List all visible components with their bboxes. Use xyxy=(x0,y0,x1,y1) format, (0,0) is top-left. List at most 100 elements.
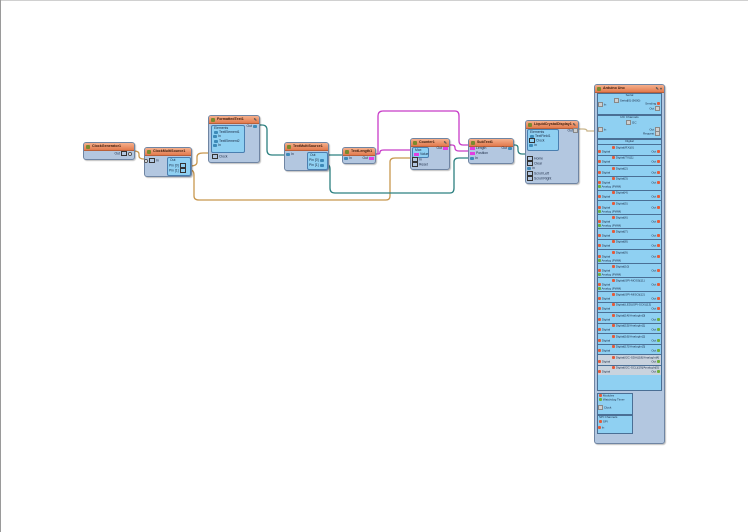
digital-pin-input[interactable]: Digital xyxy=(598,349,610,353)
formatted-text-header[interactable]: FormattedText1✎ xyxy=(209,116,259,124)
digital-pin-out[interactable]: Out xyxy=(651,160,660,164)
edit-icon[interactable]: ✎ xyxy=(572,122,576,127)
text-element2[interactable]: TextElement2 xyxy=(213,139,240,143)
text-element1-in-pin[interactable]: In xyxy=(212,134,221,138)
digital-pin-input[interactable]: Digital xyxy=(598,219,610,224)
clock-multi-source-pin0[interactable]: Pin [0] xyxy=(169,163,187,168)
digital-pin-input[interactable]: Digital xyxy=(598,254,610,259)
digital-pin-input[interactable]: Digital xyxy=(598,338,610,343)
counter-out-pin[interactable]: Out xyxy=(437,146,449,150)
analog-pwm-input[interactable]: Analog (PWM) xyxy=(598,223,621,228)
digital-pin-row[interactable]: Digital(I2C-SCL)[19]/AnalogIn[5] Digital… xyxy=(598,364,661,375)
digital-pin-input[interactable]: Digital xyxy=(598,359,610,364)
lcd-clock-pin[interactable]: Clock xyxy=(528,138,544,143)
digital-pin-input[interactable]: Digital xyxy=(598,296,610,301)
sub-text-position-pin[interactable]: Position xyxy=(469,151,488,155)
digital-pin-row[interactable]: Digital(I2C-SDA)[18]/AnalogIn[4] Digital… xyxy=(598,354,661,365)
formatted-text-out-pin[interactable]: Out xyxy=(247,124,258,128)
sub-text-header[interactable]: SubText1 xyxy=(469,139,513,147)
text-multi-source-pin1[interactable]: Pin [1] xyxy=(309,163,325,167)
counter-in-pin[interactable]: In xyxy=(411,157,422,162)
arduino-uno-component[interactable]: Arduino Uno✎ ▾ Serial Serial[0] (9600) I… xyxy=(594,84,665,444)
analog-pwm-input[interactable]: Analog (PWM) xyxy=(598,272,621,277)
digital-pin-out[interactable]: Out xyxy=(651,282,660,287)
digital-pin-out[interactable]: Out xyxy=(651,359,660,364)
lcd-in-pin[interactable]: In xyxy=(528,143,537,147)
digital-pin-input[interactable]: Digital xyxy=(598,328,610,332)
digital-pin-input[interactable]: Digital xyxy=(598,160,610,164)
counter-reset-pin[interactable]: Reset xyxy=(411,162,428,167)
digital-pin-input[interactable]: Digital xyxy=(598,370,610,374)
arduino-header[interactable]: Arduino Uno✎ ▾ xyxy=(595,85,664,93)
clock-multi-source-pin1[interactable]: Pin [1] xyxy=(169,168,187,173)
digital-pin-out[interactable]: Out xyxy=(651,181,660,185)
digital-pin-input[interactable]: Digital xyxy=(598,181,610,185)
text-element2-in-pin[interactable]: In xyxy=(212,143,221,147)
digital-pin-out[interactable]: Out xyxy=(651,296,660,301)
analog-pwm-input[interactable]: Analog (PWM) xyxy=(598,185,621,189)
sub-text-length-pin[interactable]: Length xyxy=(469,146,486,150)
clock-multi-source-header[interactable]: ClockMultiSource1 xyxy=(145,148,191,156)
lcd-home-pin[interactable]: Home xyxy=(526,156,543,161)
digital-pin-input[interactable]: Digital xyxy=(598,195,610,199)
text-length-component[interactable]: TextLength1 In Out xyxy=(342,147,376,164)
digital-pin-out[interactable]: Out xyxy=(651,328,660,332)
digital-pin-out[interactable]: Out xyxy=(651,205,660,210)
digital-pin-out[interactable]: Out xyxy=(651,170,660,175)
clock-multi-source-in-pin[interactable]: In xyxy=(144,158,159,163)
spi-in-pin[interactable]: In xyxy=(598,426,604,430)
digital-pin-input[interactable]: Digital xyxy=(598,307,610,311)
lcd-scroll-left-pin[interactable]: Scroll Left xyxy=(526,171,549,176)
counter-value-pin[interactable]: Value xyxy=(413,152,428,156)
text-element1[interactable]: TextElement1 xyxy=(213,130,240,134)
spi-item[interactable]: SPI xyxy=(599,420,608,424)
digital-pin-input[interactable]: Digital xyxy=(598,149,610,154)
digital-pin-out[interactable]: Out xyxy=(651,268,660,273)
digital-pin-out[interactable]: Out xyxy=(651,149,660,154)
lcd-component[interactable]: LiquidCrystalDisplay1✎ Elements TextFiel… xyxy=(525,120,579,184)
digital-pin-out[interactable]: Out xyxy=(651,338,660,343)
digital-pin-out[interactable]: Out xyxy=(651,307,660,311)
lcd-in2-pin[interactable]: In xyxy=(526,166,535,170)
digital-pin-input[interactable]: Digital xyxy=(598,244,610,248)
clock-multi-source-component[interactable]: ClockMultiSource1 In Out Pin [0] Pin [1] xyxy=(144,147,192,177)
clock-generator-header[interactable]: ClockGenerator1 xyxy=(84,143,134,151)
text-multi-source-header[interactable]: TextMultiSource1 xyxy=(285,143,328,151)
text-multi-source-component[interactable]: TextMultiSource1 In Out Pin [0] Pin [1] xyxy=(284,142,329,171)
lcd-text-field[interactable]: TextField1 xyxy=(529,134,550,138)
lcd-out-pin[interactable]: Out xyxy=(568,128,578,133)
digital-pin-out[interactable]: Out xyxy=(651,195,660,199)
text-length-out-pin[interactable]: Out xyxy=(363,156,375,160)
edit-icon[interactable]: ✎ ▾ xyxy=(655,86,662,91)
digital-pin-out[interactable]: Out xyxy=(651,244,660,248)
digital-pin-input[interactable]: Digital xyxy=(598,268,610,273)
i2c-item[interactable]: I2C xyxy=(626,120,637,125)
digital-pin-out[interactable]: Out xyxy=(651,317,660,322)
serial-item[interactable]: Serial[0] (9600) xyxy=(614,98,640,103)
clock-generator-out-pin[interactable]: Out xyxy=(115,151,132,156)
counter-header[interactable]: Counter1✎ xyxy=(411,139,449,147)
digital-pin-out[interactable]: Out xyxy=(651,349,660,353)
serial-out-pin[interactable]: Out xyxy=(649,106,660,111)
digital-pin-input[interactable]: Digital xyxy=(598,282,610,287)
formatted-text-clock-pin[interactable]: Clock xyxy=(211,154,227,159)
serial-sending-pin[interactable]: Sending xyxy=(645,102,660,106)
digital-pin-out[interactable]: Out xyxy=(651,370,660,374)
analog-pwm-input[interactable]: Analog (PWM) xyxy=(598,209,621,214)
text-length-header[interactable]: TextLength1 xyxy=(343,148,375,156)
